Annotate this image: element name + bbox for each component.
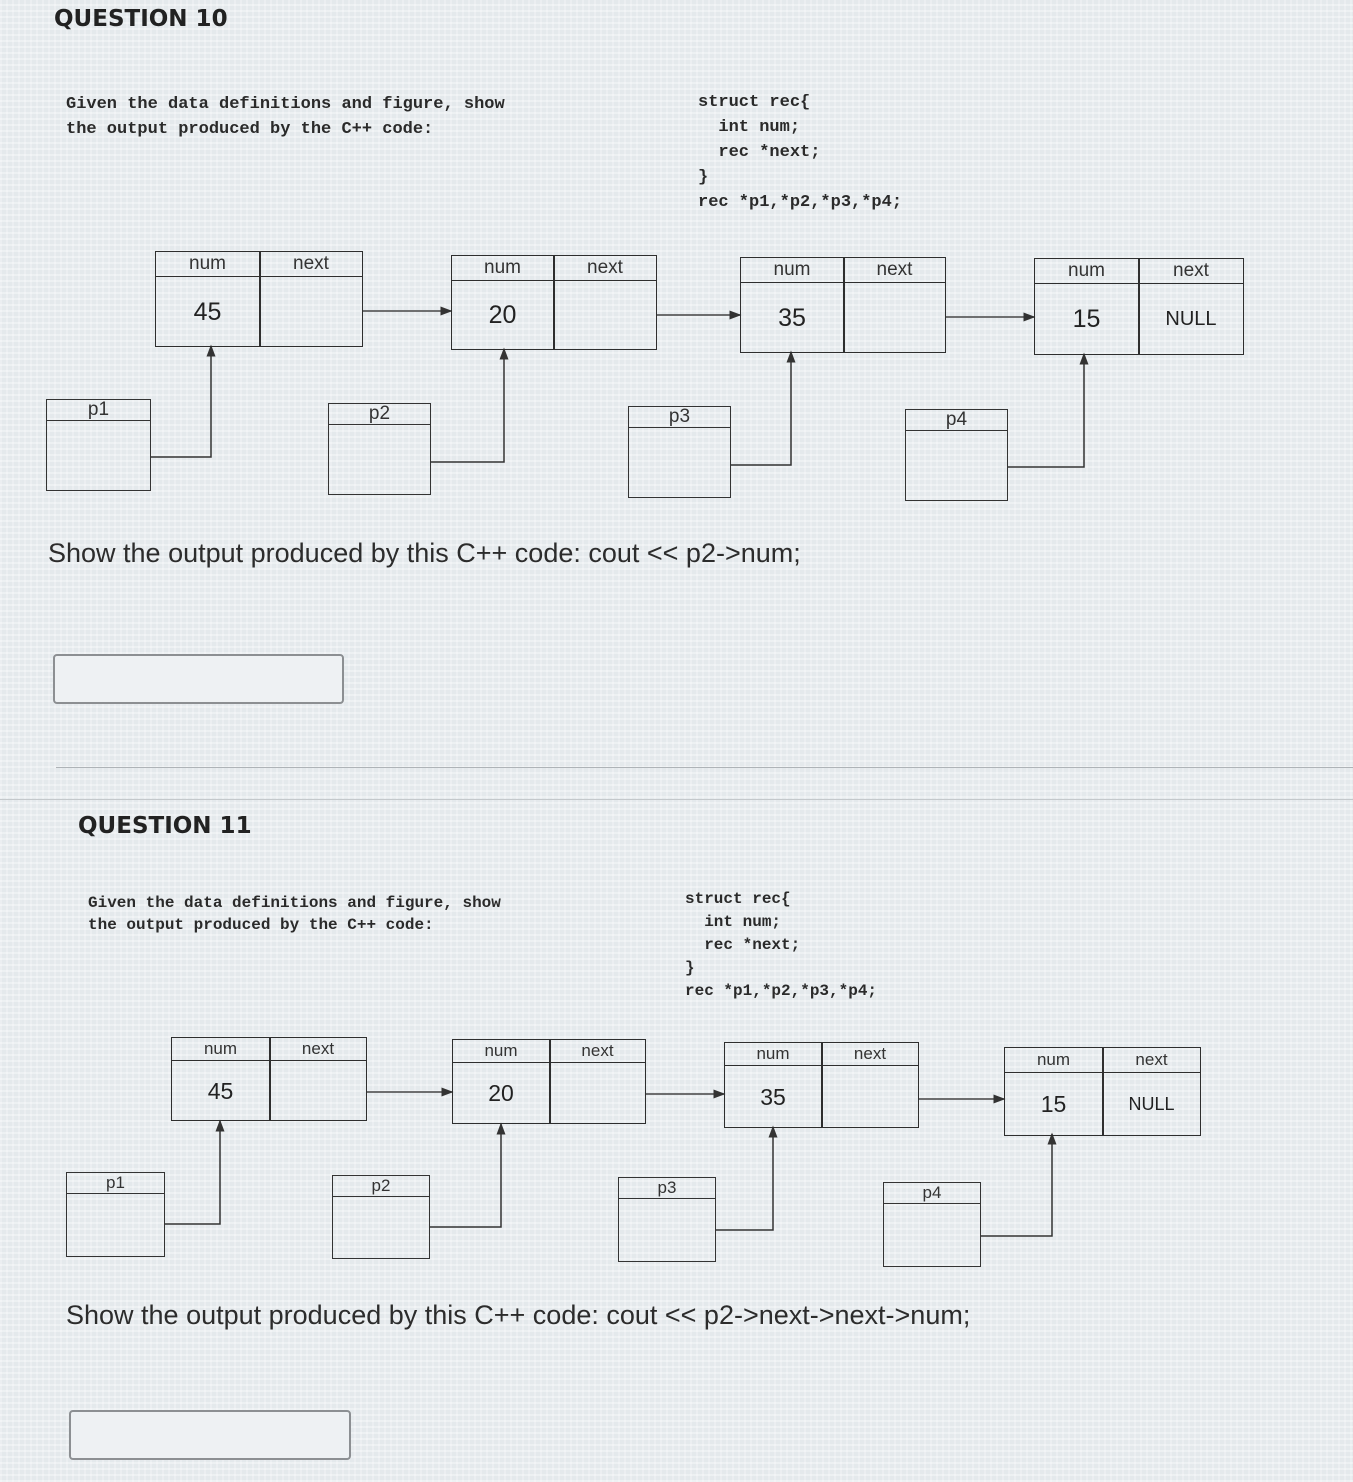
question-11-prompt: Show the output produced by this C++ cod… bbox=[66, 1300, 971, 1330]
num-value: 20 bbox=[488, 1080, 514, 1106]
next-label: next bbox=[876, 259, 913, 280]
question-11-instructions: Given the data definitions and figure, s… bbox=[88, 894, 501, 934]
pointer-label: p3 bbox=[619, 1178, 715, 1199]
next-label: next bbox=[587, 257, 623, 278]
q10-pointer-p3: p3 bbox=[628, 406, 731, 498]
question-11-code: struct rec{ int num; rec *next; } rec *p… bbox=[685, 890, 878, 1000]
num-label: num bbox=[484, 257, 521, 278]
section-divider bbox=[56, 767, 1353, 768]
q11-node-1: num next 45 bbox=[171, 1037, 367, 1121]
num-label: num bbox=[1068, 260, 1105, 281]
question-10-prompt: Show the output produced by this C++ cod… bbox=[48, 538, 801, 568]
pointer-label: p1 bbox=[47, 400, 150, 421]
pointer-label: p3 bbox=[629, 407, 730, 428]
num-label: num bbox=[203, 1039, 238, 1058]
q11-node-3: num next 35 bbox=[724, 1042, 919, 1128]
num-value: 45 bbox=[207, 1077, 234, 1104]
num-label: num bbox=[756, 1044, 790, 1063]
next-value bbox=[550, 1064, 645, 1123]
q11-pointer-p1: p1 bbox=[66, 1172, 165, 1257]
num-value: 15 bbox=[1040, 1091, 1067, 1117]
num-value: 35 bbox=[778, 303, 806, 332]
question-10-title: QUESTION 10 bbox=[54, 6, 228, 32]
next-value: NULL bbox=[1128, 1094, 1175, 1114]
num-value: 35 bbox=[760, 1083, 786, 1110]
q10-node-2: num next 20 bbox=[451, 255, 657, 350]
num-value: 20 bbox=[488, 301, 517, 329]
question-10-answer-input[interactable] bbox=[53, 654, 344, 704]
q10-node-4: num next 15 NULL bbox=[1034, 258, 1244, 355]
next-label: next bbox=[301, 1039, 335, 1058]
next-value bbox=[270, 1062, 366, 1120]
num-label: num bbox=[773, 259, 811, 280]
q11-node-4: num next 15 NULL bbox=[1004, 1047, 1201, 1136]
next-label: next bbox=[853, 1044, 887, 1063]
question-11-answer-input[interactable] bbox=[69, 1410, 351, 1460]
pointer-label: p4 bbox=[906, 410, 1007, 431]
num-label: num bbox=[484, 1041, 518, 1060]
q11-node-2: num next 20 bbox=[452, 1039, 646, 1124]
next-label: next bbox=[1173, 260, 1209, 281]
pointer-label: p1 bbox=[67, 1173, 164, 1194]
question-10-instructions: Given the data definitions and figure, s… bbox=[66, 95, 505, 139]
num-value: 15 bbox=[1072, 305, 1101, 333]
next-label: next bbox=[581, 1041, 614, 1060]
num-value: 45 bbox=[193, 297, 222, 326]
next-label: next bbox=[293, 253, 329, 274]
next-label: next bbox=[1135, 1050, 1168, 1069]
section-divider bbox=[0, 799, 1353, 800]
q10-node-1: num next 45 bbox=[155, 251, 363, 347]
next-value: NULL bbox=[1165, 308, 1217, 330]
pointer-label: p4 bbox=[884, 1183, 980, 1204]
next-value bbox=[822, 1067, 918, 1127]
question-11-title: QUESTION 11 bbox=[78, 813, 252, 839]
question-10-code: struct rec{ int num; rec *next; } rec *p… bbox=[698, 93, 903, 212]
pointer-label: p2 bbox=[329, 404, 430, 425]
q10-pointer-p1: p1 bbox=[46, 399, 151, 491]
pointer-label: p2 bbox=[333, 1176, 429, 1197]
q10-pointer-p2: p2 bbox=[328, 403, 431, 495]
q11-pointer-p4: p4 bbox=[883, 1182, 981, 1267]
q11-pointer-p2: p2 bbox=[332, 1175, 430, 1259]
num-label: num bbox=[1036, 1050, 1071, 1069]
q10-node-3: num next 35 bbox=[740, 257, 946, 353]
num-label: num bbox=[189, 253, 226, 274]
q10-pointer-p4: p4 bbox=[905, 409, 1008, 501]
q11-pointer-p3: p3 bbox=[618, 1177, 716, 1262]
